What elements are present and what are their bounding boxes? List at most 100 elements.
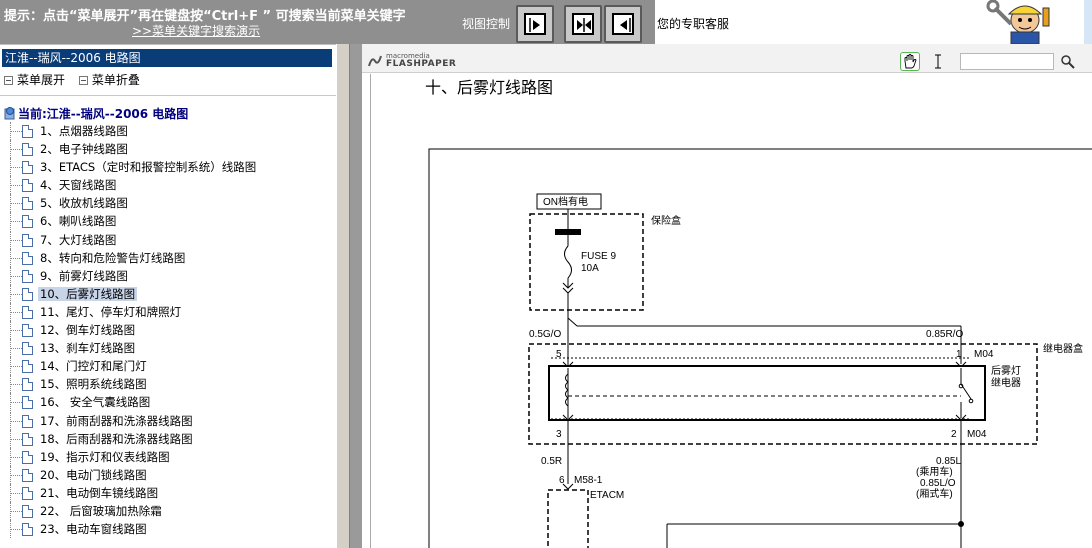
tree-item-label: 21、电动倒车镜线路图 xyxy=(40,485,159,500)
tree-item-label: 2、电子钟线路图 xyxy=(40,142,128,157)
viewer-gutter xyxy=(350,44,362,548)
wire-rb-1: 0.85L xyxy=(936,456,961,467)
service-text: 您的专职客服 xyxy=(657,17,730,31)
search-demo-link[interactable]: >>菜单关键字搜索演示 xyxy=(132,24,261,38)
tree-item[interactable]: 11、尾灯、停车灯和牌照灯 xyxy=(10,302,258,321)
tree-line xyxy=(10,185,22,187)
hand-tool-button[interactable] xyxy=(900,52,920,71)
tree-item[interactable]: 16、 安全气囊线路图 xyxy=(10,393,258,412)
tree-item[interactable]: 3、ETACS（定时和报警控制系统）线路图 xyxy=(10,158,258,177)
conn-m58-label: M58-1 xyxy=(574,475,603,486)
fusebox-label: 保险盒 xyxy=(651,214,681,227)
tree-root[interactable]: 当前:江淮--瑞风--2006 电路图 xyxy=(4,105,188,122)
tree-item-label: 15、照明系统线路图 xyxy=(40,377,147,392)
tree-item-label: 14、门控灯和尾门灯 xyxy=(40,359,147,374)
collapse-icon xyxy=(78,76,88,85)
page-icon xyxy=(22,523,33,537)
tree-item[interactable]: 13、刹车灯线路图 xyxy=(10,339,258,358)
tree-item[interactable]: 23、电动车窗线路图 xyxy=(10,520,258,539)
tree-item[interactable]: 12、倒车灯线路图 xyxy=(10,321,258,340)
page-icon xyxy=(22,161,33,175)
tree-item[interactable]: 6、喇叭线路图 xyxy=(10,212,258,231)
tree-item[interactable]: 5、收放机线路图 xyxy=(10,194,258,213)
wire-rb-3: 0.85L/O xyxy=(920,478,956,489)
tree-item[interactable]: 19、指示灯和仪表线路图 xyxy=(10,447,258,466)
fuse-name: FUSE 9 xyxy=(581,251,616,262)
text-select-button[interactable] xyxy=(932,52,944,71)
tree-item[interactable]: 4、天窗线路图 xyxy=(10,176,258,195)
tree-item-label: 17、前雨刮器和洗涤器线路图 xyxy=(40,413,193,428)
tree-item[interactable]: 20、电动门锁线路图 xyxy=(10,465,258,484)
tree-item-label: 18、后雨刮器和洗涤器线路图 xyxy=(40,431,193,446)
page-icon xyxy=(22,197,33,211)
tree-item-label: 7、大灯线路图 xyxy=(40,232,117,247)
wire-rb-2: (乘用车) xyxy=(916,465,953,478)
tree-item[interactable]: 17、前雨刮器和洗涤器线路图 xyxy=(10,411,258,430)
tree-item[interactable]: 18、后雨刮器和洗涤器线路图 xyxy=(10,429,258,448)
menu-ops: 菜单展开 菜单折叠 xyxy=(4,71,150,88)
page-icon xyxy=(22,450,33,464)
document-page[interactable]: 十、后雾灯线路图 ON档有电 保险盒 FUSE 9 10A 0.5G/O xyxy=(370,74,1092,548)
page-icon xyxy=(22,378,33,392)
tree-item-label: 8、转向和危险警告灯线路图 xyxy=(40,250,186,265)
tree-item-label: 10、后雾灯线路图 xyxy=(38,286,138,301)
tree-item[interactable]: 7、大灯线路图 xyxy=(10,230,258,249)
page-icon xyxy=(22,233,33,247)
tree-item[interactable]: 22、 后窗玻璃加热除霜 xyxy=(10,501,258,520)
wiring-diagram: ON档有电 保险盒 FUSE 9 10A 0.5G/O 0.85R/O 继电器盒… xyxy=(428,148,1092,548)
tree-line xyxy=(10,348,22,350)
conn-bottom-label: M04 xyxy=(967,429,987,440)
wire-right-top: 0.85R/O xyxy=(926,329,963,340)
tree-item[interactable]: 10、后雾灯线路图 xyxy=(10,284,258,303)
document-viewer: macromedia FLASHPAPER 十、后雾灯线路图 ON档有电 保险盒 xyxy=(362,44,1092,548)
sidebar-splitter[interactable] xyxy=(336,44,350,548)
page-icon xyxy=(22,414,33,428)
tree-line xyxy=(10,293,22,295)
tree-item[interactable]: 8、转向和危险警告灯线路图 xyxy=(10,248,258,267)
tree-line xyxy=(10,149,22,151)
tree-line xyxy=(10,529,22,531)
expand-right-button[interactable] xyxy=(516,5,554,43)
tree-line xyxy=(10,366,22,368)
page-icon xyxy=(22,396,33,410)
view-control-label: 视图控制 xyxy=(462,17,511,31)
tree-line xyxy=(10,438,22,440)
tree-item[interactable]: 1、点烟器线路图 xyxy=(10,122,258,140)
pin1-label: 1 xyxy=(956,349,962,360)
on-label: ON档有电 xyxy=(543,195,588,208)
mechanic-mascot-icon xyxy=(986,0,1050,44)
page-icon xyxy=(22,360,33,374)
tree-item-label: 13、刹车灯线路图 xyxy=(40,341,136,356)
page-icon xyxy=(22,287,33,301)
page-icon xyxy=(22,504,33,518)
page-icon xyxy=(22,324,33,338)
tree-item[interactable]: 14、门控灯和尾门灯 xyxy=(10,357,258,376)
tree-line xyxy=(10,330,22,332)
tree-line xyxy=(10,167,22,169)
folder-globe-icon xyxy=(4,107,15,120)
tree-list: 1、点烟器线路图 2、电子钟线路图 3、ETACS（定时和报警控制系统）线路图 4、天… xyxy=(10,122,258,539)
tree-line xyxy=(10,203,22,205)
tree-item-label: 3、ETACS（定时和报警控制系统）线路图 xyxy=(40,160,257,175)
tree-item[interactable]: 9、前雾灯线路图 xyxy=(10,266,258,285)
service-area: 您的专职客服 xyxy=(655,0,1092,44)
tree-line xyxy=(10,492,22,494)
search-button[interactable] xyxy=(1060,53,1076,70)
tree-item-label: 5、收放机线路图 xyxy=(40,196,128,211)
tree-item-label: 23、电动车窗线路图 xyxy=(40,522,147,537)
tree-line xyxy=(10,474,22,476)
tree-line xyxy=(10,311,22,313)
tree-item[interactable]: 15、照明系统线路图 xyxy=(10,375,258,394)
split-view-button[interactable] xyxy=(564,5,602,43)
menu-expand-button[interactable]: 菜单展开 xyxy=(4,73,65,87)
search-input[interactable] xyxy=(960,53,1054,70)
menu-collapse-button[interactable]: 菜单折叠 xyxy=(78,73,140,87)
doc-heading: 十、后雾灯线路图 xyxy=(425,78,554,97)
expand-left-button[interactable] xyxy=(604,5,642,43)
tree-item[interactable]: 21、电动倒车镜线路图 xyxy=(10,483,258,502)
tree-item-label: 11、尾灯、停车灯和牌照灯 xyxy=(40,304,182,319)
tree-item[interactable]: 2、电子钟线路图 xyxy=(10,140,258,159)
tree-item-label: 22、 后窗玻璃加热除霜 xyxy=(40,503,162,518)
page-icon xyxy=(22,305,33,319)
tree-item-label: 4、天窗线路图 xyxy=(40,178,117,193)
